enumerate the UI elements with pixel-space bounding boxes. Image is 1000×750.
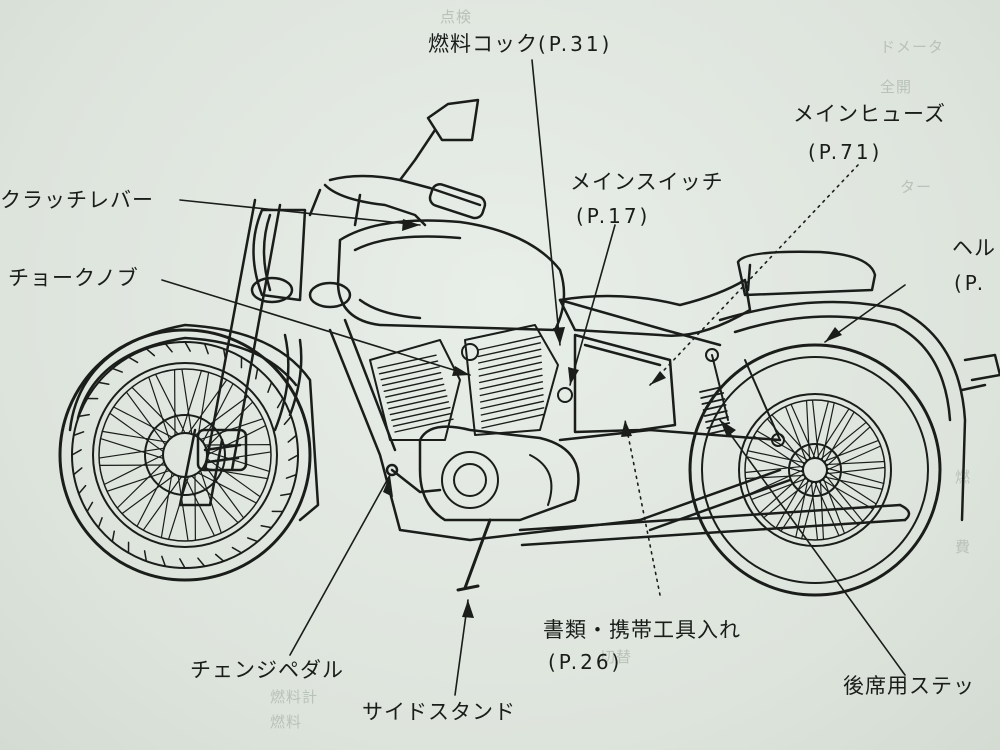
change-pedal xyxy=(385,463,442,494)
label-tool-box-page: (P.26) xyxy=(548,650,623,674)
handlebar xyxy=(308,98,487,227)
rear-shock xyxy=(699,348,785,447)
ghost-text: 燃料 xyxy=(270,713,303,731)
label-helmet-holder: ヘル xyxy=(952,236,996,260)
leader-lines xyxy=(161,59,906,696)
frame xyxy=(328,298,792,542)
ghost-text: ドメータ xyxy=(880,38,945,56)
seat xyxy=(558,250,877,337)
label-tool-box: 書類・携帯工具入れ xyxy=(543,618,741,642)
ghost-text: 燃料計 xyxy=(270,688,319,706)
label-side-stand: サイドスタンド xyxy=(362,700,516,724)
fuel-tank xyxy=(336,219,566,332)
label-fuel-cock-text: 燃料コック xyxy=(428,32,538,56)
ghost-text: 点検 xyxy=(440,8,473,26)
side-stand xyxy=(456,518,492,592)
rear-wheel xyxy=(688,343,942,597)
label-helmet-holder-page: (P. xyxy=(954,271,987,295)
exhaust xyxy=(518,503,911,547)
label-main-switch-page: (P.17) xyxy=(576,204,651,228)
rear-fender xyxy=(718,300,1000,522)
label-fuel-cock-page: (P.31) xyxy=(538,32,613,56)
leader-arrowheads xyxy=(383,219,842,618)
side-cover xyxy=(573,333,677,434)
label-change-pedal: チェンジペダル xyxy=(190,658,344,682)
label-main-switch: メインスイッチ xyxy=(570,170,724,194)
ghost-text: 全開 xyxy=(880,78,913,96)
label-choke-knob: チョークノブ xyxy=(8,266,139,290)
ghost-text: ター xyxy=(900,178,933,196)
front-fork xyxy=(178,198,303,507)
label-main-fuse-page: (P.71) xyxy=(808,140,883,164)
label-rear-step: 後席用ステッ xyxy=(843,674,975,698)
headlight xyxy=(250,208,352,309)
ghost-text: 費 xyxy=(955,538,972,556)
front-fender xyxy=(68,323,320,522)
label-fuel-cock: 燃料コック(P.31) xyxy=(428,34,612,55)
label-clutch-lever: クラッチレバー xyxy=(0,188,154,212)
ghost-text: 切替 xyxy=(600,648,633,666)
engine xyxy=(369,324,580,522)
label-main-fuse: メインヒューズ xyxy=(793,102,946,126)
